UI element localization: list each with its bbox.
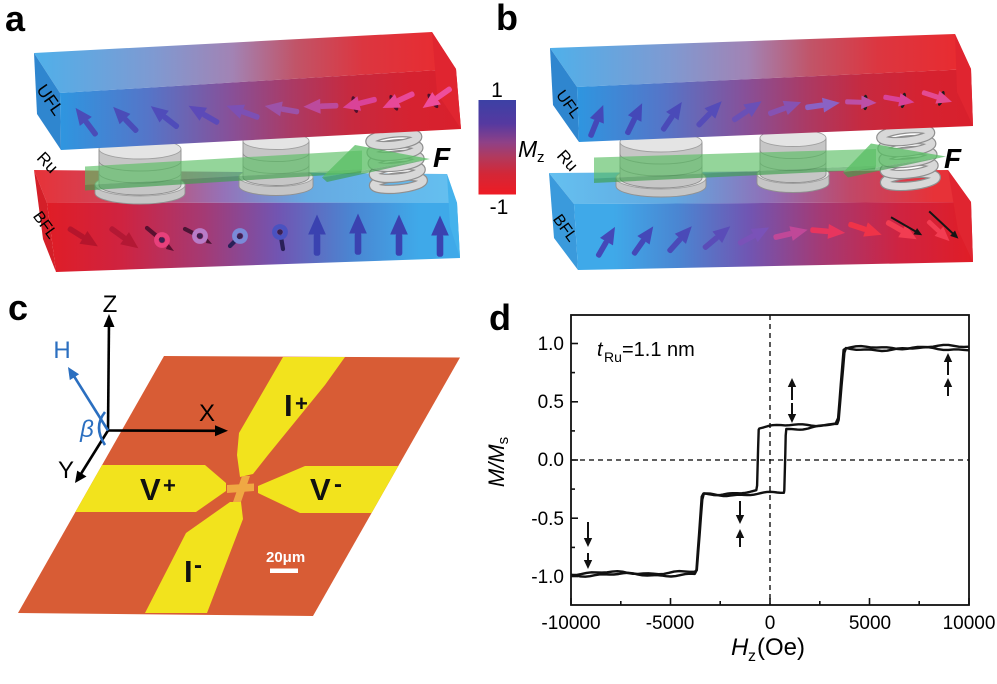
svg-text:5000: 5000 <box>849 613 891 634</box>
svg-text:V: V <box>310 472 331 507</box>
svg-text:M/Ms: M/Ms <box>484 437 512 487</box>
svg-text:-5000: -5000 <box>646 613 695 634</box>
svg-text:1.0: 1.0 <box>538 334 564 355</box>
svg-text:-10000: -10000 <box>541 613 600 634</box>
svg-text:d: d <box>489 297 511 338</box>
svg-text:c: c <box>8 287 28 328</box>
svg-text:I: I <box>184 554 193 589</box>
svg-text:H: H <box>731 634 749 661</box>
svg-text:V: V <box>140 472 161 507</box>
svg-text:-1.0: -1.0 <box>531 567 564 588</box>
svg-text:Ru: Ru <box>553 146 582 175</box>
svg-text:1: 1 <box>491 79 503 102</box>
svg-text:β: β <box>79 416 94 443</box>
svg-text:-0.5: -0.5 <box>531 509 564 530</box>
svg-text:(Oe): (Oe) <box>757 634 805 661</box>
svg-text:X: X <box>199 400 215 427</box>
svg-text:b: b <box>496 0 518 38</box>
svg-text:F: F <box>944 143 962 174</box>
svg-text:-: - <box>194 552 202 579</box>
svg-text:-: - <box>334 471 342 498</box>
svg-text:10000: 10000 <box>943 613 996 634</box>
svg-text:+: + <box>163 473 176 498</box>
svg-text:M: M <box>518 136 538 162</box>
svg-text:t: t <box>597 339 604 361</box>
svg-text:Z: Z <box>103 291 118 318</box>
svg-text:H: H <box>53 337 70 364</box>
svg-text:I: I <box>284 388 293 423</box>
svg-text:z: z <box>537 149 545 166</box>
svg-text:0.0: 0.0 <box>538 450 564 471</box>
svg-text:20μm: 20μm <box>266 549 305 566</box>
svg-text:-1: -1 <box>490 196 509 219</box>
svg-text:0: 0 <box>765 613 776 634</box>
svg-text:Ru: Ru <box>604 349 622 365</box>
svg-text:Y: Y <box>58 457 74 484</box>
svg-text:+: + <box>295 391 308 416</box>
svg-text:0.5: 0.5 <box>538 392 564 413</box>
svg-text:a: a <box>5 0 26 39</box>
svg-text:F: F <box>433 142 451 173</box>
svg-text:=1.1 nm: =1.1 nm <box>622 339 695 361</box>
svg-text:z: z <box>748 648 756 665</box>
